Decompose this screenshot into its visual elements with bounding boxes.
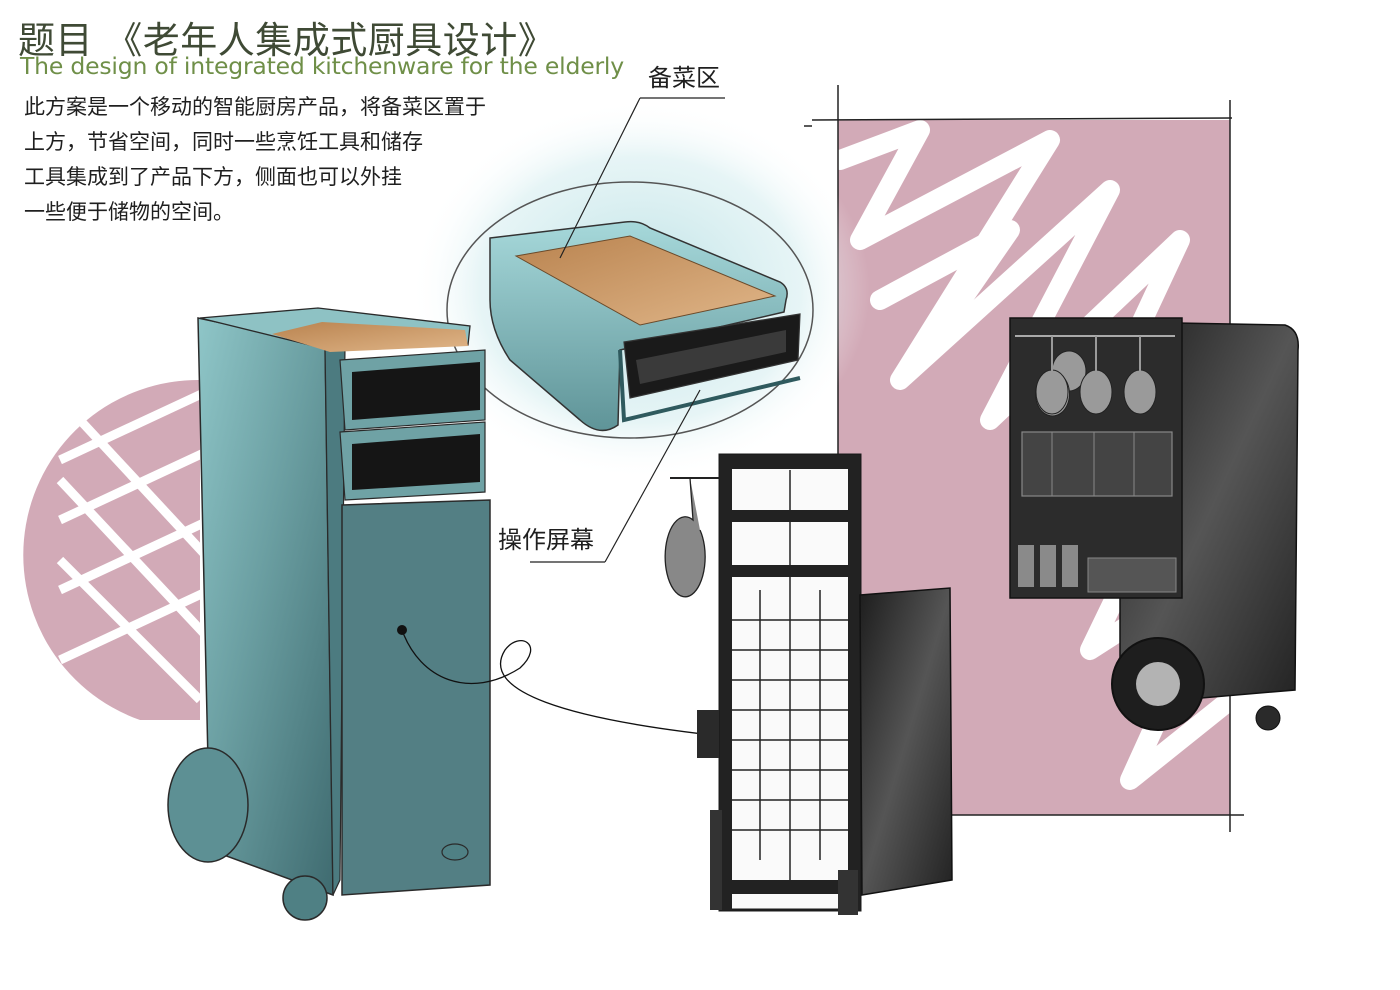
open-shelving-unit bbox=[664, 453, 953, 915]
page-title-cn: 题目 《老年人集成式厨具设计》 bbox=[18, 19, 556, 62]
pink-backdrop-circle bbox=[23, 379, 200, 720]
page-title-en: The design of integrated kitchenware for… bbox=[20, 52, 624, 80]
description-line: 工具集成到了产品下方，侧面也可以外挂 bbox=[24, 165, 402, 189]
detail-zoom-ellipse bbox=[446, 181, 814, 439]
description-line: 此方案是一个移动的智能厨房产品，将备菜区置于 bbox=[24, 95, 486, 119]
dark-kitchen-cart bbox=[1009, 317, 1299, 731]
description-line: 一些便于储物的空间。 bbox=[24, 200, 234, 224]
detail-prep-tray bbox=[489, 220, 801, 432]
callout-lines bbox=[530, 97, 725, 563]
callout-prep-area: 备菜区 bbox=[648, 64, 720, 92]
description-paragraph: 此方案是一个移动的智能厨房产品，将备菜区置于 上方，节省空间，同时一些烹饪工具和… bbox=[24, 90, 584, 230]
description-line: 上方，节省空间，同时一些烹饪工具和储存 bbox=[24, 130, 423, 154]
callout-screen: 操作屏幕 bbox=[498, 526, 594, 554]
teal-kitchen-cart bbox=[167, 307, 491, 921]
